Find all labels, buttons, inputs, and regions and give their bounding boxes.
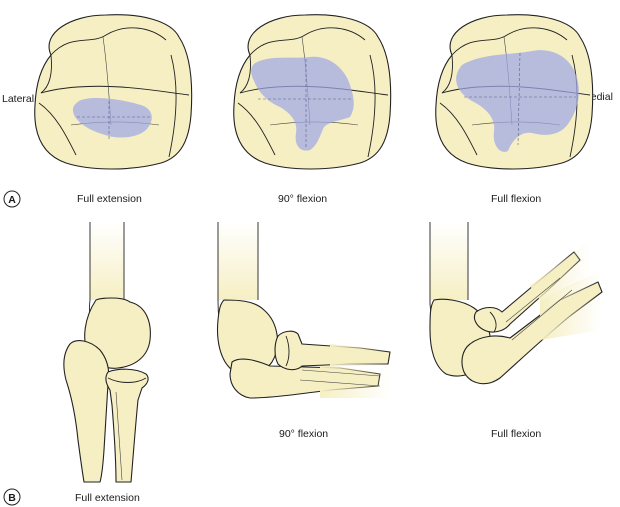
panel-b-marker: B: [8, 492, 16, 504]
panel-b-caption-full-flexion: Full flexion: [491, 428, 541, 440]
ulna-surface-full-flexion: [435, 14, 594, 170]
elbow-full-extension: [63, 222, 151, 483]
contact-area-90-flexion: [251, 56, 354, 151]
panel-b-marker-circle: [3, 488, 21, 506]
contact-area-full-extension: [72, 98, 152, 138]
panel-a-caption-full-flexion: Full flexion: [491, 193, 541, 205]
panel-a-marker-circle: [3, 190, 21, 208]
contact-area-full-flexion: [456, 50, 579, 152]
panel-a: Lateral Medial Full extension 90° flexio…: [2, 14, 613, 208]
lateral-label: Lateral: [2, 93, 34, 105]
elbow-full-flexion: [429, 222, 603, 385]
panel-b: Full extension 90° flexion Full flexion …: [3, 222, 603, 506]
panel-b-caption-full-extension: Full extension: [75, 492, 140, 504]
panel-a-marker: A: [8, 194, 16, 206]
panel-a-caption-full-extension: Full extension: [77, 193, 142, 205]
ulna-surface-full-extension: [34, 14, 193, 170]
panel-b-caption-90-flexion: 90° flexion: [279, 428, 328, 440]
elbow-90-flexion: [216, 222, 391, 399]
ulna-surface-90-flexion: [233, 14, 392, 170]
panel-a-caption-90-flexion: 90° flexion: [278, 193, 327, 205]
